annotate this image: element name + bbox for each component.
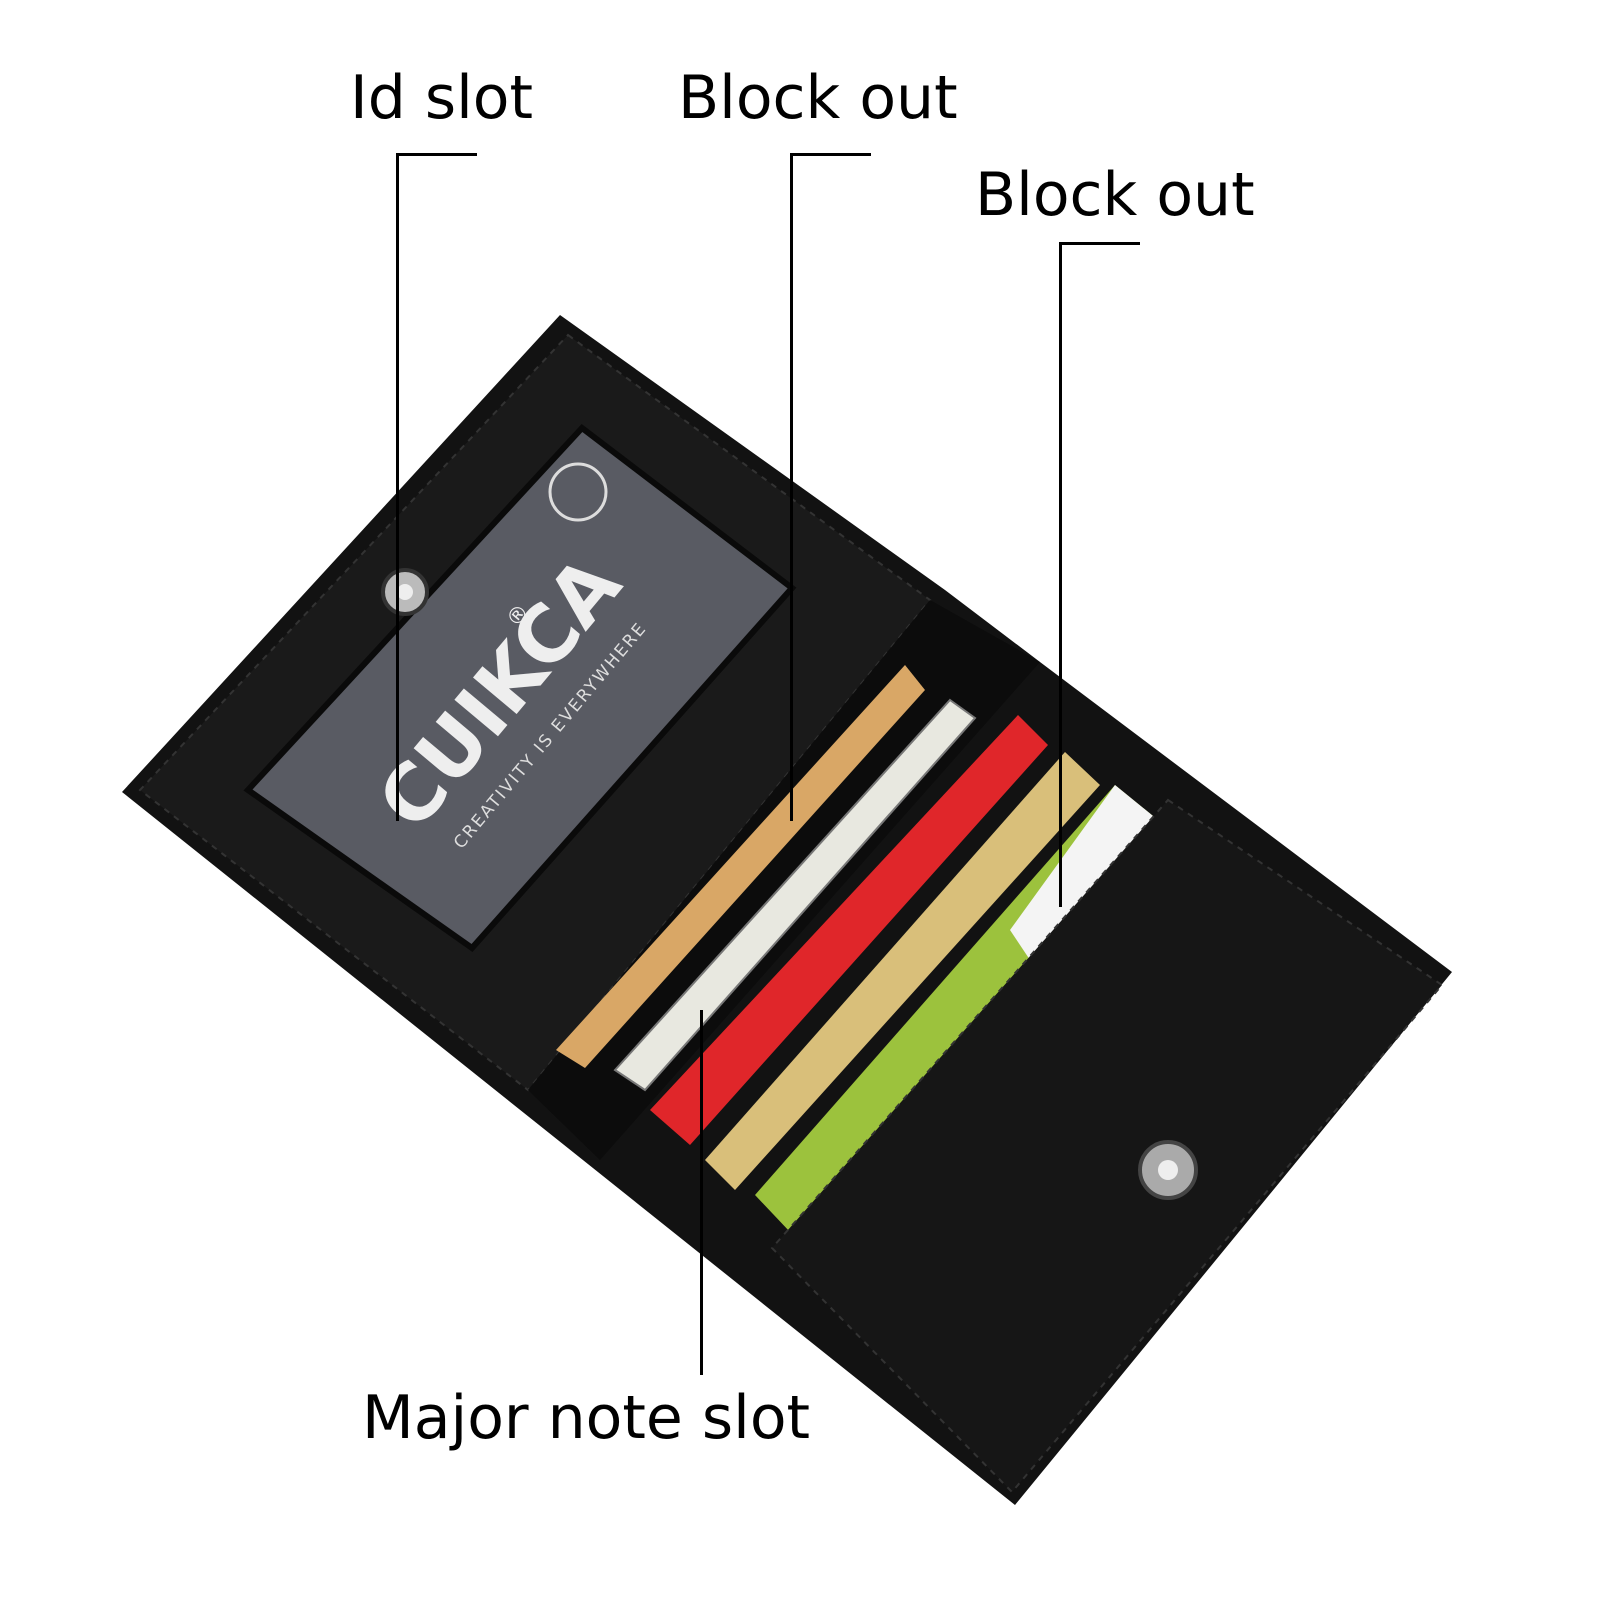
- callout-line-id-slot-h: [397, 153, 477, 156]
- wallet-front-pocket: [770, 798, 1444, 1494]
- label-block-out-2: Block out: [975, 160, 1255, 230]
- card-red: [650, 715, 1048, 1145]
- wallet-gusset: [528, 600, 1040, 1160]
- label-id-slot: Id slot: [350, 63, 534, 133]
- callout-line-major-note-slot: [700, 1010, 703, 1375]
- label-major-note-slot: Major note slot: [362, 1383, 811, 1453]
- bank-note: [613, 698, 977, 1092]
- id-window: [243, 423, 797, 952]
- logo-seal: [548, 462, 608, 522]
- card-gold: [705, 752, 1100, 1190]
- callout-line-block-out-2-h: [1060, 242, 1140, 245]
- card-white: [1010, 785, 1158, 960]
- callout-line-block-out-1-v: [790, 153, 793, 821]
- callout-line-id-slot-v: [396, 153, 399, 821]
- card-tan: [556, 665, 925, 1068]
- snap-button-right-center: [1158, 1160, 1178, 1180]
- callout-line-block-out-2-v: [1059, 242, 1062, 907]
- callout-line-block-out-1-h: [791, 153, 871, 156]
- label-block-out-1: Block out: [678, 63, 958, 133]
- snap-button-left-center: [397, 584, 413, 600]
